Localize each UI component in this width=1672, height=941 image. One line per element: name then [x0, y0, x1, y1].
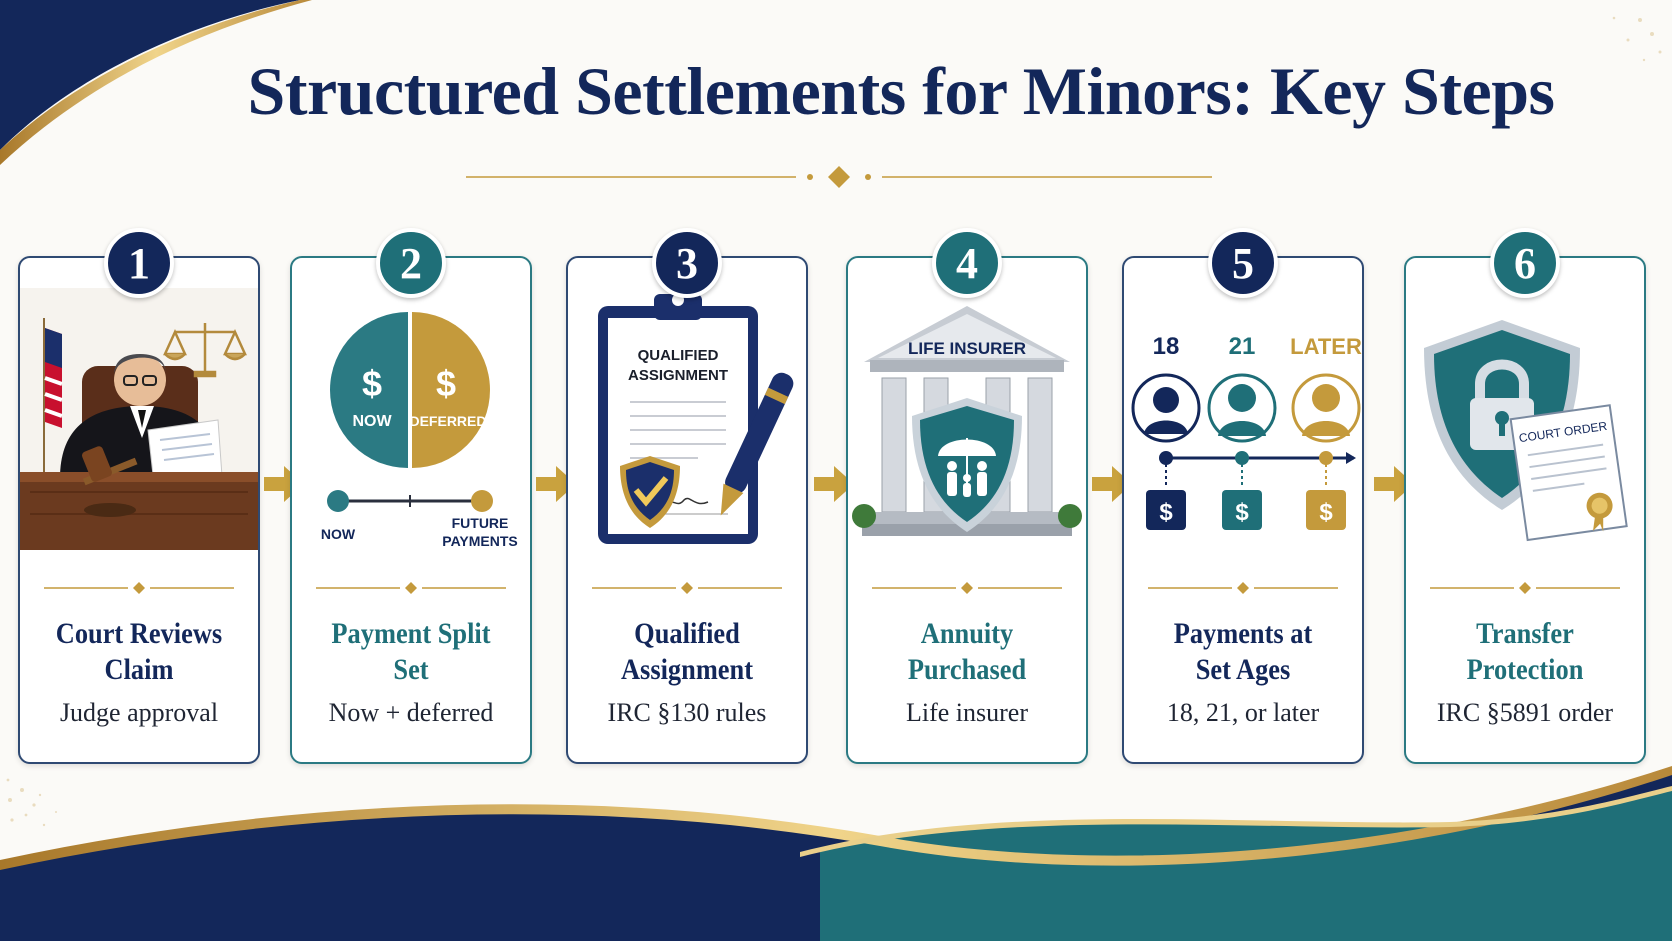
svg-text:$: $ [1319, 499, 1333, 526]
scales-icon [163, 323, 247, 378]
step-card-3: 3 QUALIFIED ASSIGNMENT Qualifi [566, 228, 808, 764]
step-subtitle: IRC §5891 order [1436, 698, 1614, 727]
step-title: Transfer Protection [1466, 617, 1584, 686]
card-divider [1148, 582, 1338, 594]
gavel-icon [82, 446, 138, 517]
person-avatar-icon [1131, 373, 1201, 443]
person-avatar-icon [1291, 373, 1361, 443]
shield-check-icon [620, 456, 680, 528]
step-title: Annuity Purchased [907, 617, 1027, 686]
step-card-2: 2 $ NOW $ DEFERRED NOW FUTURE PAYMENTS P… [290, 228, 532, 764]
step-title: Qualified Assignment [620, 617, 753, 686]
arrow-right-icon [814, 466, 854, 502]
svg-text:QUALIFIED: QUALIFIED [638, 347, 719, 364]
svg-text:NOW: NOW [321, 526, 356, 542]
step-number-badge: 1 [104, 228, 174, 298]
dollar-icon: $ [436, 363, 456, 404]
step-number-badge: 6 [1490, 228, 1560, 298]
step-title: Payments at Set Ages [1173, 617, 1313, 686]
court-order-document-icon: COURT ORDER [1509, 404, 1628, 542]
card-divider [316, 582, 506, 594]
step-number-badge: 3 [652, 228, 722, 298]
step-number-badge: 5 [1208, 228, 1278, 298]
svg-text:LATER: LATER [1290, 334, 1362, 359]
svg-text:NOW: NOW [352, 413, 392, 430]
title-divider [466, 166, 1212, 188]
step-subtitle: IRC §130 rules [607, 698, 767, 727]
step-subtitle: Now + deferred [328, 698, 494, 727]
card-divider [1430, 582, 1620, 594]
step-subtitle: Life insurer [905, 698, 1028, 727]
svg-text:$: $ [1235, 499, 1249, 526]
svg-text:$: $ [1159, 499, 1173, 526]
step-number-badge: 4 [932, 228, 1002, 298]
card-divider [872, 582, 1062, 594]
payment-split-illustration: $ NOW $ DEFERRED NOW FUTURE PAYMENTS [321, 306, 518, 549]
step-card-5: 5 18 21 LATER $ $ [1122, 228, 1364, 764]
clipboard-illustration: QUALIFIED ASSIGNMENT [598, 294, 794, 544]
step-subtitle: Judge approval [59, 698, 219, 727]
step-card-4: 4 LIFE INSURER Annuity Purchased Life in… [846, 228, 1088, 764]
step-card-1: 1 [18, 228, 260, 764]
transfer-protection-illustration: COURT ORDER [1424, 320, 1628, 542]
step-title: Court Reviews Claim [55, 617, 223, 686]
svg-text:LIFE INSURER: LIFE INSURER [908, 339, 1026, 358]
svg-text:18: 18 [1153, 333, 1180, 360]
dollar-icon: $ [362, 363, 382, 404]
money-box-icon: $ [1146, 490, 1186, 530]
life-insurer-building-illustration: LIFE INSURER [852, 306, 1082, 536]
step-number-badge: 2 [376, 228, 446, 298]
judge-illustration [20, 288, 258, 550]
person-avatar-icon [1207, 373, 1277, 443]
card-divider [592, 582, 782, 594]
svg-text:DEFERRED: DEFERRED [409, 413, 486, 429]
money-box-icon: $ [1222, 490, 1262, 530]
umbrella-family-shield-icon [912, 398, 1022, 532]
card-divider [44, 582, 234, 594]
step-card-6: 6 COURT ORDER Transfer Protection IRC §5… [1404, 228, 1646, 764]
svg-text:ASSIGNMENT: ASSIGNMENT [628, 367, 728, 384]
svg-text:21: 21 [1229, 333, 1256, 360]
svg-text:PAYMENTS: PAYMENTS [442, 533, 517, 549]
pen-icon [720, 372, 794, 516]
age-payments-illustration: 18 21 LATER $ $ [1131, 333, 1362, 530]
page-title: Structured Settlements for Minors: Key S… [247, 53, 1555, 129]
money-box-icon: $ [1306, 490, 1346, 530]
step-subtitle: 18, 21, or later [1166, 698, 1320, 727]
step-title: Payment Split Set [331, 617, 491, 686]
svg-text:FUTURE: FUTURE [452, 515, 509, 531]
